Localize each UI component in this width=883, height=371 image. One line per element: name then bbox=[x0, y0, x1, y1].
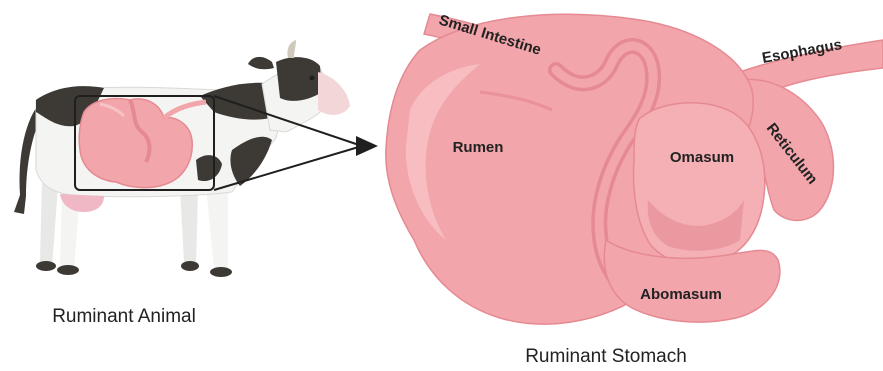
cow-front-leg-front bbox=[206, 186, 228, 274]
label-rumen: Rumen bbox=[453, 139, 504, 156]
hoof bbox=[210, 267, 232, 277]
arrowhead bbox=[356, 136, 378, 156]
cow-head-patch bbox=[276, 57, 322, 101]
cow-horn bbox=[287, 40, 296, 58]
cow-ear bbox=[248, 57, 274, 69]
label-omasum: Omasum bbox=[670, 149, 734, 166]
hoof bbox=[57, 265, 79, 275]
label-abomasum: Abomasum bbox=[640, 286, 722, 303]
cow-hind-leg-back bbox=[40, 180, 58, 268]
cow-front-leg-back bbox=[180, 188, 198, 268]
hoof bbox=[181, 261, 199, 271]
cow-muzzle bbox=[318, 72, 350, 115]
hoof bbox=[36, 261, 56, 271]
cow-eye bbox=[310, 76, 315, 81]
cow-illustration bbox=[14, 40, 350, 277]
caption-ruminant-stomach: Ruminant Stomach bbox=[525, 346, 687, 367]
caption-ruminant-animal: Ruminant Animal bbox=[52, 306, 196, 327]
